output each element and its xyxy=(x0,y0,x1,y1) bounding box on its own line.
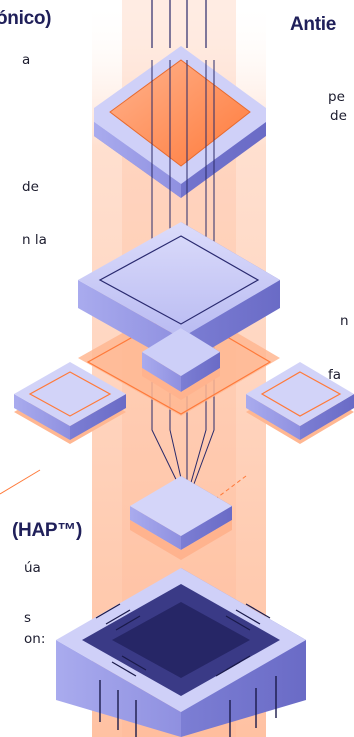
right-body-fragment-4: fa xyxy=(328,367,342,383)
lower-block xyxy=(130,476,232,560)
side-plate-left xyxy=(0,362,126,495)
side-plate-right xyxy=(213,362,354,501)
left-body-fragment-5: s xyxy=(24,610,32,626)
right-body-fragment-2: de xyxy=(330,108,347,124)
left-body-fragment-2: de xyxy=(22,179,39,195)
left-body-fragment-6: on: xyxy=(24,631,46,647)
chip-icon xyxy=(56,568,306,737)
left-section-heading: ónico) xyxy=(0,8,52,29)
layer-top-plate xyxy=(94,46,266,198)
right-section-heading: Antie xyxy=(290,14,337,35)
top-wires xyxy=(151,0,207,48)
left-body-fragment-4: úa xyxy=(24,560,41,576)
left-body-fragment-1: a xyxy=(22,52,31,68)
right-body-fragment-1: pe xyxy=(328,89,345,105)
left-body-fragment-3: n la xyxy=(22,232,47,248)
right-body-fragment-3: n xyxy=(340,313,349,329)
center-block xyxy=(142,328,220,400)
left-section-heading-2: (HAP™) xyxy=(12,520,82,541)
